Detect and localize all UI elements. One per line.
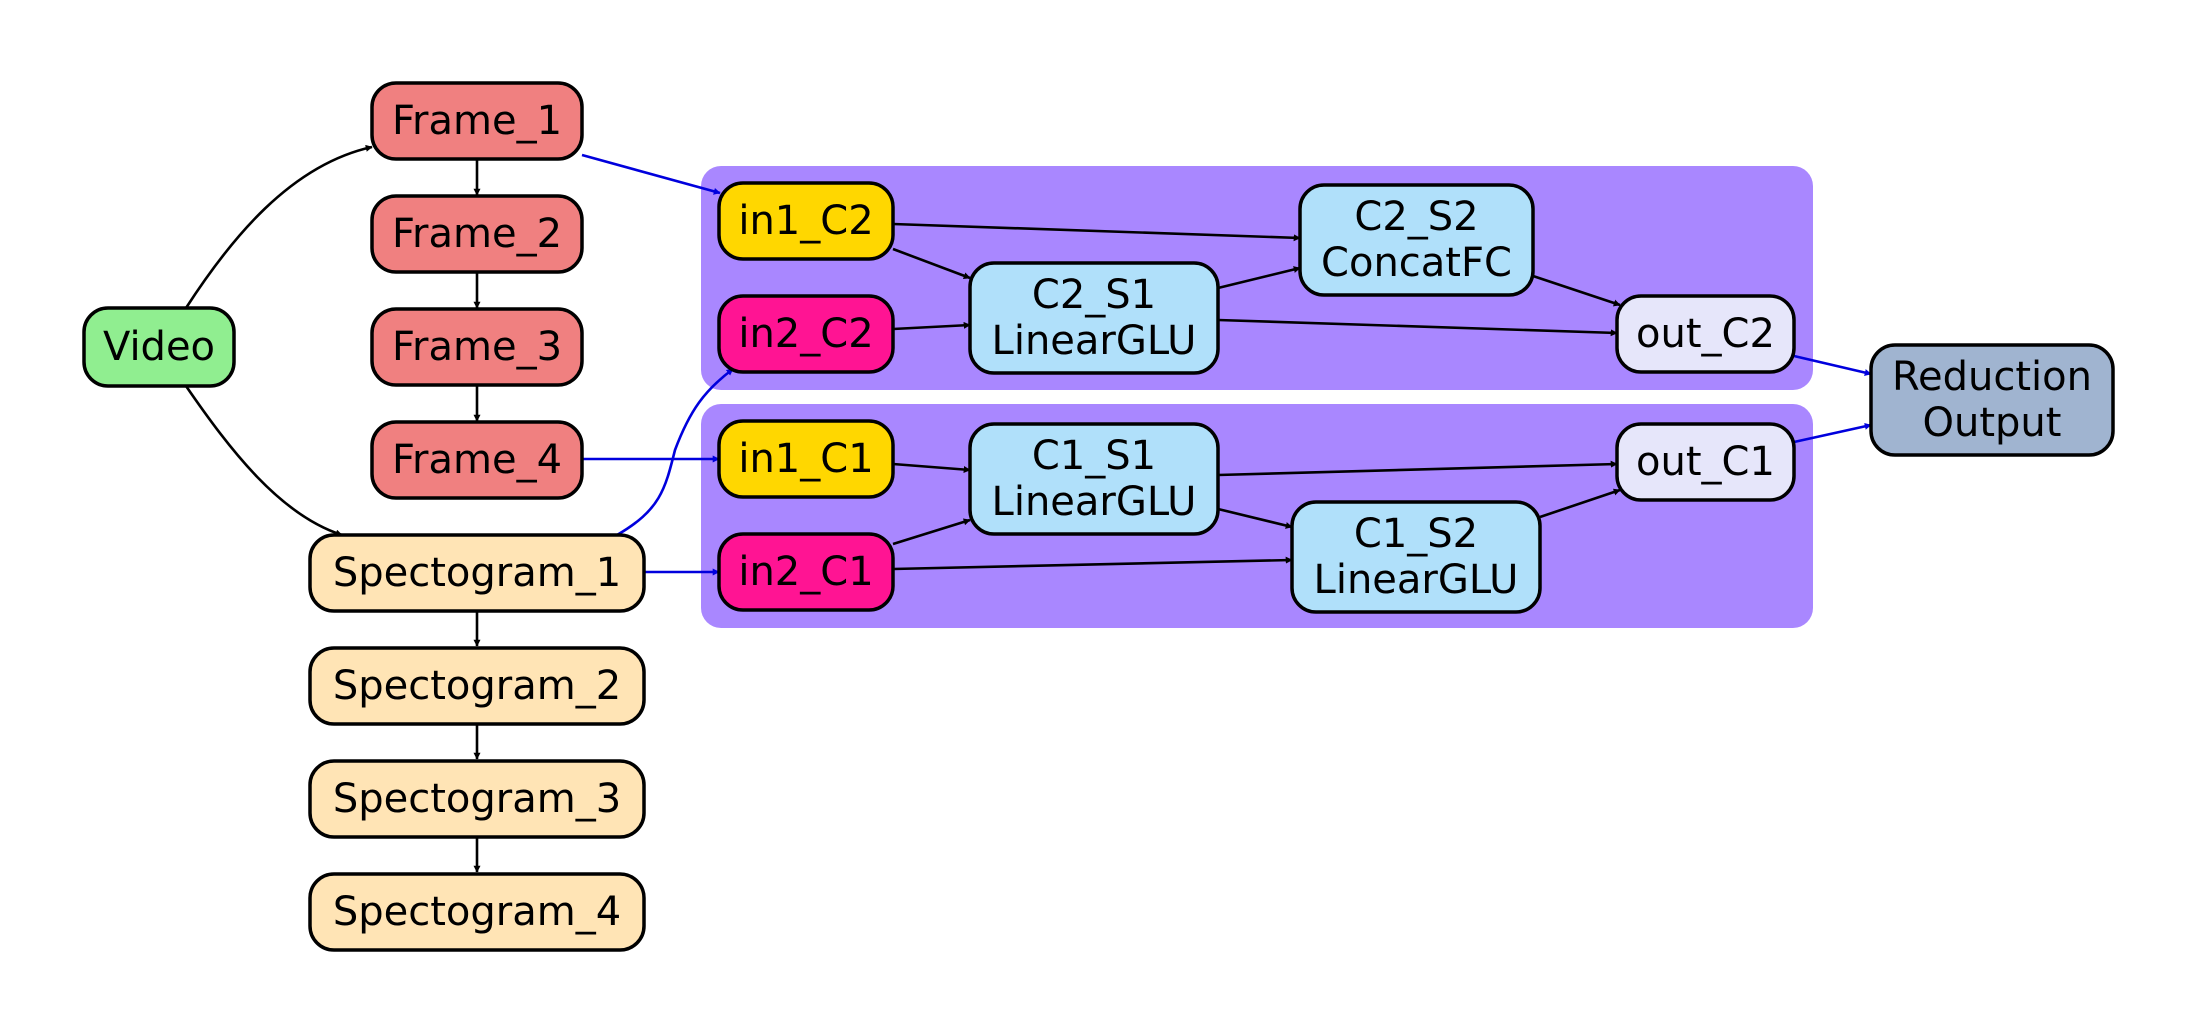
node-label: in1_C2 xyxy=(738,198,873,244)
edge-c1s1-outc1 xyxy=(1217,460,1618,477)
node-frame-2: Frame_2 xyxy=(370,194,584,274)
node-label: in2_C2 xyxy=(738,311,873,357)
edge-c2s1-outc2 xyxy=(1217,318,1618,337)
node-box xyxy=(370,194,584,274)
node-spectogram-4: Spectogram_4 xyxy=(308,872,646,952)
node-box xyxy=(82,306,236,388)
node-box xyxy=(717,181,895,261)
node-label: C2_S1 xyxy=(1032,272,1156,318)
node-label: C1_S2 xyxy=(1354,511,1478,557)
edge-in2c1-c1s2 xyxy=(892,556,1293,571)
node-label: Frame_3 xyxy=(392,324,562,370)
node-in2-c1: in2_C1 xyxy=(717,532,895,612)
edge-frame1-in1c2 xyxy=(581,153,721,195)
edge-outc2-reduction xyxy=(1793,354,1872,376)
node-label: LinearGLU xyxy=(992,479,1197,525)
node-in1-c2: in1_C2 xyxy=(717,181,895,261)
node-label: out_C1 xyxy=(1636,439,1775,485)
edge-spectogram1-in2c2 xyxy=(616,367,734,537)
node-label: Spectogram_1 xyxy=(333,550,621,596)
node-spectogram-1: Spectogram_1 xyxy=(308,533,646,613)
edges-black xyxy=(184,144,1621,873)
node-label: Output xyxy=(1923,400,2062,446)
node-in1-c1: in1_C1 xyxy=(717,419,895,499)
node-box xyxy=(370,307,584,387)
node-box xyxy=(370,81,584,161)
node-label: Spectogram_2 xyxy=(333,663,621,709)
node-box xyxy=(1869,343,2115,457)
edge-in1c2-c2s2 xyxy=(892,222,1301,242)
node-label: Reduction xyxy=(1892,354,2092,400)
edge-outc1-reduction xyxy=(1793,422,1872,444)
node-out-c1: out_C1 xyxy=(1615,422,1796,502)
edges-blue xyxy=(581,153,1872,576)
edge-c2s1-c2s2 xyxy=(1217,266,1301,290)
node-box xyxy=(370,420,584,500)
node-spectogram-2: Spectogram_2 xyxy=(308,646,646,726)
node-box xyxy=(1298,183,1535,297)
node-label: ConcatFC xyxy=(1321,240,1512,286)
edge-c1s1-c1s2 xyxy=(1217,507,1293,529)
node-frame-4: Frame_4 xyxy=(370,420,584,500)
node-label: Frame_1 xyxy=(392,98,562,144)
edge-c1s2-outc1 xyxy=(1539,488,1621,519)
node-box xyxy=(717,419,895,499)
node-box xyxy=(308,646,646,726)
edge-in1c1-c1s1 xyxy=(892,462,971,473)
node-label: LinearGLU xyxy=(992,318,1197,364)
node-box xyxy=(308,759,646,839)
node-box xyxy=(717,532,895,612)
edge-in2c1-c1s1 xyxy=(892,518,971,546)
node-spectogram-3: Spectogram_3 xyxy=(308,759,646,839)
edge-in1c2-c2s1 xyxy=(892,247,971,280)
node-box xyxy=(968,422,1220,536)
node-frame-3: Frame_3 xyxy=(370,307,584,387)
node-label: LinearGLU xyxy=(1314,557,1519,603)
node-label: Frame_4 xyxy=(392,437,562,483)
edge-in2c2-c2s1 xyxy=(892,321,971,331)
node-label: C1_S1 xyxy=(1032,433,1156,479)
node-label: Spectogram_4 xyxy=(333,889,621,935)
edge-video-frame1 xyxy=(184,144,373,309)
node-video: Video xyxy=(82,306,236,388)
node-in2-c2: in2_C2 xyxy=(717,294,895,374)
node-box xyxy=(1290,500,1542,614)
node-label: Spectogram_3 xyxy=(333,776,621,822)
node-box xyxy=(1615,294,1796,374)
node-box xyxy=(1615,422,1796,502)
node-box xyxy=(308,872,646,952)
node-label: Frame_2 xyxy=(392,211,562,257)
node-out-c2: out_C2 xyxy=(1615,294,1796,374)
node-label: in1_C1 xyxy=(738,436,873,482)
node-label: Video xyxy=(103,324,215,370)
edge-c2s2-outc2 xyxy=(1532,274,1621,307)
node-label: out_C2 xyxy=(1636,311,1775,357)
node-label: C2_S2 xyxy=(1354,194,1478,240)
node-box xyxy=(968,261,1220,375)
edge-video-spectogram1 xyxy=(184,385,343,537)
node-label: in2_C1 xyxy=(738,549,873,595)
node-frame-1: Frame_1 xyxy=(370,81,584,161)
node-box xyxy=(717,294,895,374)
node-box xyxy=(308,533,646,613)
